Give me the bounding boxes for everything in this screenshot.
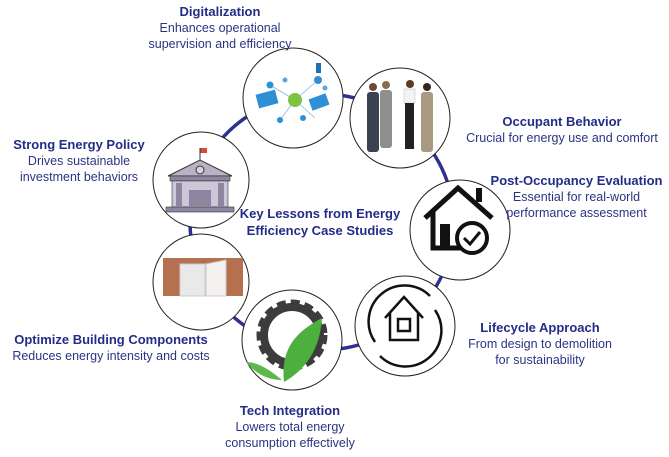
item-desc: investment behaviors [19, 170, 139, 184]
label-lifecycle: Lifecycle Approach From design to demoli… [455, 320, 625, 368]
label-post-occupancy: Post-Occupancy Evaluation Essential for … [484, 173, 669, 221]
item-title: Post-Occupancy Evaluation [490, 173, 663, 188]
item-desc: Drives sustainable [27, 154, 131, 168]
item-title: Strong Energy Policy [13, 137, 145, 152]
item-desc: Reduces energy intensity and costs [12, 349, 210, 363]
window-icon [152, 233, 250, 331]
gear-leaf-icon [241, 289, 343, 391]
item-title: Occupant Behavior [502, 114, 622, 129]
item-desc: consumption effectively [225, 436, 355, 450]
item-desc: Crucial for energy use and comfort [466, 131, 658, 145]
house-cycle-icon [354, 275, 456, 377]
item-desc: Essential for real-world [512, 190, 641, 204]
item-desc: performance assessment [506, 206, 647, 220]
people-icon [349, 67, 451, 169]
house-check-icon [409, 179, 511, 281]
item-desc: for sustainability [495, 353, 585, 367]
item-desc: From design to demolition [468, 337, 612, 351]
item-desc: Enhances operational [159, 21, 281, 35]
label-digitalization: Digitalization Enhances operational supe… [100, 4, 340, 52]
item-desc: Lowers total energy [235, 420, 345, 434]
center-title-line: Key Lessons from Energy [239, 206, 401, 221]
center-title-line: Efficiency Case Studies [246, 223, 394, 238]
label-policy: Strong Energy Policy Drives sustainable … [4, 137, 154, 185]
label-tech: Tech Integration Lowers total energy con… [190, 403, 390, 451]
item-title: Tech Integration [239, 403, 341, 418]
item-title: Optimize Building Components [14, 332, 208, 347]
digital-network-icon [242, 47, 344, 149]
label-components: Optimize Building Components Reduces ene… [0, 332, 222, 364]
label-occupant: Occupant Behavior Crucial for energy use… [455, 114, 669, 146]
item-desc: supervision and efficiency [148, 37, 292, 51]
government-building-icon [152, 131, 250, 229]
item-title: Lifecycle Approach [480, 320, 600, 335]
item-title: Digitalization [179, 4, 261, 19]
center-title: Key Lessons from Energy Efficiency Case … [225, 205, 415, 239]
